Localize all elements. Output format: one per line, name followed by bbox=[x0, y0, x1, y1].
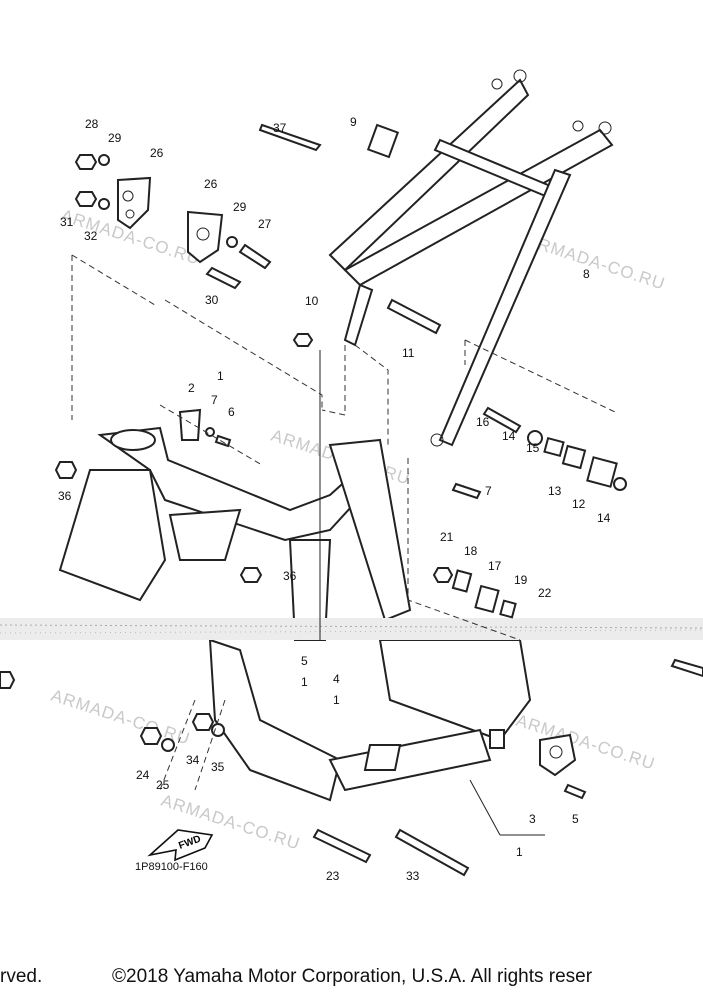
callout-13: 13 bbox=[548, 484, 562, 498]
callout-12: 12 bbox=[572, 497, 586, 511]
callout-6: 6 bbox=[228, 405, 235, 419]
callout-24: 24 bbox=[136, 768, 150, 782]
callout-28: 28 bbox=[85, 117, 99, 131]
callout-17: 17 bbox=[488, 559, 502, 573]
callout-7: 7 bbox=[211, 393, 218, 407]
callout-1: 1 bbox=[516, 845, 523, 859]
callout-31: 31 bbox=[60, 215, 74, 229]
callout-30: 30 bbox=[205, 293, 219, 307]
callout-18: 18 bbox=[464, 544, 478, 558]
callout-37: 37 bbox=[273, 121, 287, 135]
callout-29: 29 bbox=[108, 131, 122, 145]
callout-26: 26 bbox=[150, 146, 164, 160]
callout-3: 3 bbox=[529, 812, 536, 826]
watermark: ARMADA-CO.RU bbox=[524, 231, 668, 294]
callout-10: 10 bbox=[305, 294, 319, 308]
callout-4: 4 bbox=[333, 672, 340, 686]
callout-23: 23 bbox=[326, 869, 340, 883]
callout-33: 33 bbox=[406, 869, 420, 883]
callout-1: 1 bbox=[301, 675, 308, 689]
fasteners bbox=[0, 123, 703, 877]
rear-subframe bbox=[328, 69, 614, 447]
callout-29: 29 bbox=[233, 200, 247, 214]
callout-7: 7 bbox=[485, 484, 492, 498]
callout-19: 19 bbox=[514, 573, 528, 587]
scan-artifact-band bbox=[0, 618, 703, 640]
guide-lines bbox=[71, 254, 616, 836]
callout-labels: 28 29 26 31 32 26 29 27 30 37 9 8 10 11 … bbox=[58, 115, 611, 883]
fwd-arrow-icon: FWD bbox=[147, 829, 214, 862]
engine-bracket bbox=[117, 176, 224, 264]
callout-16: 16 bbox=[476, 415, 490, 429]
callout-15: 15 bbox=[526, 441, 540, 455]
copyright-text: ©2018 Yamaha Motor Corporation, U.S.A. A… bbox=[112, 966, 593, 987]
callout-22: 22 bbox=[538, 586, 552, 600]
lower-frame bbox=[208, 638, 577, 802]
callout-2: 2 bbox=[188, 381, 195, 395]
watermark: ARMADA-CO.RU bbox=[514, 711, 658, 774]
callout-14: 14 bbox=[502, 429, 516, 443]
diagram-reference-code: 1P89100-F160 bbox=[135, 861, 208, 873]
callout-27: 27 bbox=[258, 217, 272, 231]
callout-14: 14 bbox=[597, 511, 611, 525]
callout-35: 35 bbox=[211, 760, 225, 774]
callout-9: 9 bbox=[350, 115, 357, 129]
callout-8: 8 bbox=[583, 267, 590, 281]
main-frame bbox=[58, 426, 412, 641]
footer-left-fragment: rved. bbox=[0, 966, 43, 987]
callout-26: 26 bbox=[204, 177, 218, 191]
callout-36: 36 bbox=[283, 569, 297, 583]
callout-36: 36 bbox=[58, 489, 72, 503]
callout-5: 5 bbox=[301, 654, 308, 668]
callout-21: 21 bbox=[440, 530, 454, 544]
callout-11: 11 bbox=[402, 346, 415, 360]
copyright-footer: rved. ©2018 Yamaha Motor Corporation, U.… bbox=[0, 960, 703, 1000]
callout-1: 1 bbox=[333, 693, 340, 707]
callout-32: 32 bbox=[84, 229, 98, 243]
callout-5: 5 bbox=[572, 812, 579, 826]
callout-34: 34 bbox=[186, 753, 200, 767]
callout-1: 1 bbox=[217, 369, 224, 383]
callout-25: 25 bbox=[156, 778, 170, 792]
